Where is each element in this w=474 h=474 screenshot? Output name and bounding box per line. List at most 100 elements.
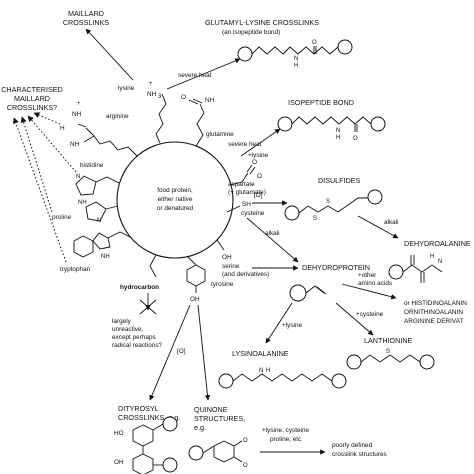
cysteine-label: cysteine	[241, 210, 265, 217]
arrow-cysteine-lanthionine	[335, 302, 374, 336]
plus-lysine-label-1: +lysine	[248, 152, 269, 159]
unreactive-label-1: largely	[112, 318, 132, 325]
lysinoalanine-bead-left	[218, 373, 234, 389]
dotted-arrow-proline	[20, 116, 53, 213]
hydrocarbon-label: hydrocarbon	[120, 284, 159, 291]
dityrosyl-bead-bottom	[162, 457, 178, 473]
isopeptide-o: O	[353, 136, 358, 142]
disulfide-chain	[298, 197, 368, 214]
histidino-title-1: or HISTIDINOALANIN	[404, 300, 467, 307]
severe-heat-label-2: severe heat	[228, 141, 262, 148]
isopeptide-chain	[291, 116, 372, 125]
dehydroalanine-h: H	[430, 254, 434, 260]
tyrosine-label: tyrosine	[211, 281, 234, 288]
tryptophan-benzene-ring	[73, 235, 94, 258]
uncharacterised-title-2: MAILLARD	[14, 94, 50, 103]
arginine-label: arginine	[106, 113, 129, 120]
histidino-title-3: ARGININE DERIVAT	[404, 318, 464, 325]
dotted-arrow-tryptophan	[13, 117, 67, 263]
disulfide-bead-right	[367, 189, 383, 205]
lanthionine-title: LANTHIONINE	[364, 336, 413, 345]
quinone-link	[202, 445, 215, 454]
dehydroalanine-methylene	[420, 272, 425, 283]
dehydroprotein-title: DEHYDROPROTEIN	[302, 263, 370, 272]
aspartate-o: O	[252, 159, 257, 166]
cysteine-sidechain	[226, 205, 241, 213]
lysine-nh3: NH	[147, 91, 157, 98]
lysine-nh3-sub: 3	[158, 94, 162, 100]
dityrosyl-oh-bottom: OH	[114, 459, 124, 466]
unreactive-label-2: unreactive,	[112, 326, 143, 333]
quinone-o-2: O	[243, 463, 248, 469]
plus-lysine-label-2: +lysine	[282, 322, 303, 329]
hydrocarbon-sidechain	[149, 254, 157, 278]
histidine-imidazole-ring	[75, 175, 97, 196]
quinone-title-3: e.g.	[194, 423, 206, 432]
arrow-lysine-to-maillard	[85, 28, 134, 81]
serine-oh: OH	[222, 254, 232, 261]
unreactive-label-4: radical reactions?	[112, 342, 163, 349]
glutamyl-carbonyl	[313, 46, 317, 54]
dehydroalanine-n: N	[438, 259, 442, 265]
lysinoalanine-title: LYSINOALANINE	[232, 349, 289, 358]
tryptophan-sidechain	[107, 231, 133, 239]
disulfide-s-2: S	[326, 199, 330, 205]
histidine-label: histidine	[80, 162, 104, 169]
isopeptide-bead-left	[277, 116, 293, 132]
glutamine-o: O	[181, 94, 186, 101]
other-aa-label-1: +other	[358, 272, 377, 279]
quinone-title-2: STRUCTURES,	[194, 414, 245, 423]
uncharacterised-title-3: CROSSLINKS?	[7, 103, 57, 112]
lysine-sidechain	[155, 93, 167, 144]
quinone-title-1: QUINONE	[194, 405, 228, 414]
cysteine-sh: SH	[242, 201, 251, 208]
lanthionine-chain	[360, 354, 421, 363]
arrow-lysine-lysinoalanine	[265, 302, 293, 344]
glutamyl-n: N	[294, 56, 298, 62]
arginine-plus: +	[77, 101, 81, 107]
proline-n: N	[97, 218, 101, 224]
oxidation-label-1: [O]	[254, 192, 263, 199]
glutamyl-lysine-title: GLUTAMYL-LYSINE CROSSLINKS	[205, 18, 319, 27]
serine-label-2: (and derivatives)	[222, 271, 269, 278]
dityrosyl-bottom-ring	[132, 453, 154, 474]
blocked-cross	[139, 299, 157, 315]
glutamine-sidechain	[195, 103, 205, 147]
arrow-cysteine-alkali	[246, 217, 299, 263]
histidine-nh: NH	[78, 200, 87, 206]
dityrosyl-ho-top: HO	[114, 430, 124, 437]
lysinoalanine-chain	[232, 373, 333, 382]
proline-ring	[85, 201, 107, 222]
aspartate-sidechain	[229, 172, 249, 186]
histidine-n: N	[76, 174, 80, 180]
quinone-carbonyl-1	[233, 440, 243, 447]
quinone-bead	[188, 445, 204, 461]
arrow-glutamine-severe-heat	[240, 128, 281, 157]
glutamine-label: glutamine	[206, 131, 234, 138]
center-label-3: or denatured	[157, 205, 194, 212]
disulfide-bead-left	[284, 205, 300, 221]
lanthionine-s: S	[386, 349, 390, 355]
dehydroalanine-carbonyl	[410, 255, 415, 265]
arrow-disulfide-alkali	[357, 215, 399, 239]
aspartate-ominus: O	[257, 173, 262, 180]
tyrosine-ring	[186, 264, 206, 287]
arginine-guanidino	[77, 123, 95, 143]
aspartate-carbonyl	[246, 164, 256, 175]
glutamyl-bead-left	[237, 46, 253, 62]
disulfides-title: DISULFIDES	[318, 176, 361, 185]
aspartate-label-2: (+ glutamate)	[228, 189, 266, 196]
dotted-arrow-arginine	[33, 112, 61, 125]
arginine-nh: NH	[70, 141, 80, 148]
center-label-2: either native	[158, 196, 193, 203]
arrow-tyrosine-quinone	[197, 304, 211, 401]
isopeptide-carbonyl	[354, 124, 358, 132]
proline-label: proline	[52, 214, 72, 221]
arrow-tyrosine-dityrosyl	[149, 304, 191, 401]
center-label-1: food protein,	[157, 187, 193, 194]
dotted-arrow-histidine	[27, 115, 77, 173]
arginine-sidechain	[93, 135, 138, 157]
glutamyl-h: H	[294, 63, 298, 69]
glutamine-nh2: NH	[205, 97, 215, 104]
